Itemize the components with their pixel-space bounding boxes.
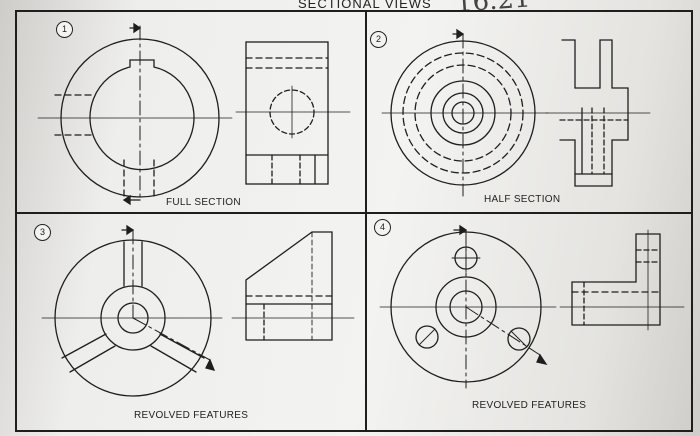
- panel-1-number: 1: [56, 21, 73, 38]
- panel-2-number: 2: [370, 31, 387, 48]
- sheet-border: [15, 10, 693, 432]
- panel-4-number: 4: [374, 219, 391, 236]
- sheet-title: SECTIONAL VIEWS: [298, 0, 432, 11]
- panel-1-side-view: [235, 41, 351, 185]
- panel-1-caption: FULL SECTION: [166, 197, 241, 208]
- panel-4-caption: REVOLVED FEATURES: [472, 400, 587, 411]
- panel-2-side-view: [545, 39, 651, 187]
- panel-2-front-view: [381, 28, 549, 197]
- panel-2-caption: HALF SECTION: [484, 194, 561, 205]
- panel-3-side-view: [231, 231, 355, 341]
- panel-3-caption: REVOLVED FEATURES: [134, 410, 249, 421]
- panel-1-front-view: [37, 22, 233, 206]
- panel-3-number: 3: [34, 224, 51, 241]
- panel-4-front-view: [379, 224, 557, 389]
- panel-4-side-view: [559, 229, 685, 331]
- panel-3-front-view: [41, 224, 223, 397]
